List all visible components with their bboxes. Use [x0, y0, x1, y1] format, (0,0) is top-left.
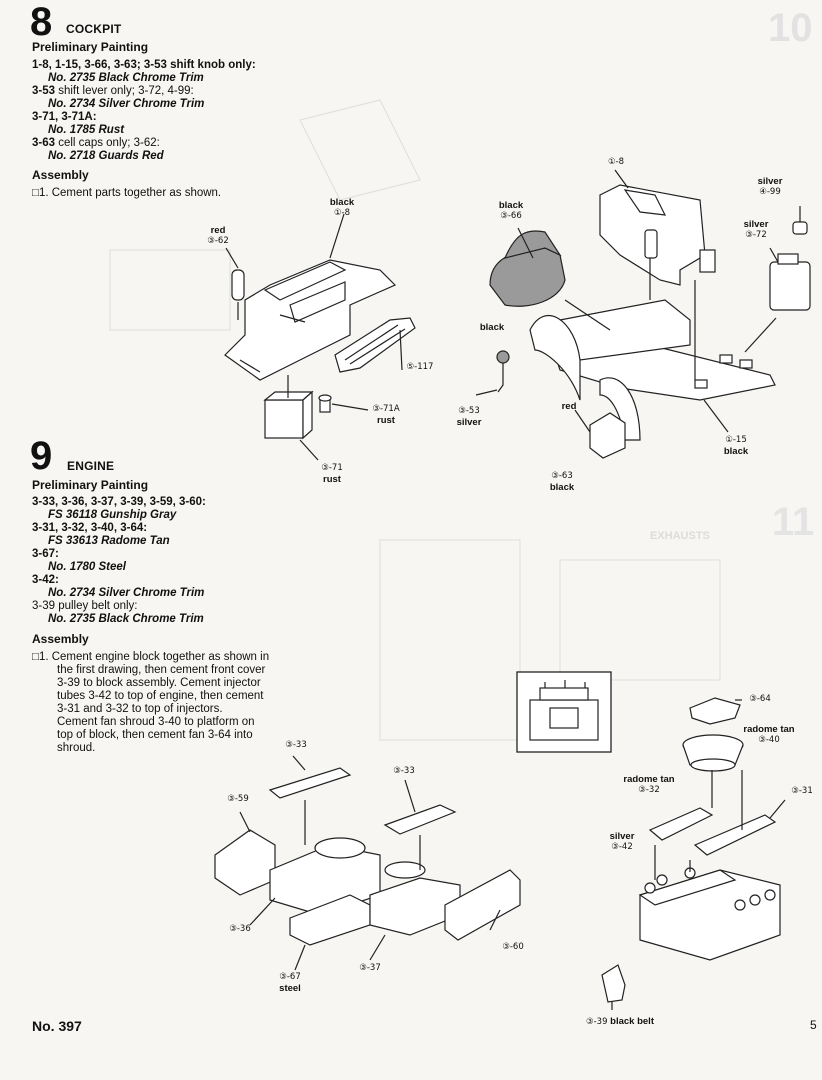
cockpit-left-drawing — [224, 213, 416, 461]
paint-line: No. 2735 Black Chrome Trim — [48, 72, 204, 84]
callout: ⑤-117 — [406, 362, 434, 372]
ghost-step11-number: 11 — [772, 500, 815, 544]
step9-title: ENGINE — [67, 459, 115, 473]
paint-line: No. 2734 Silver Chrome Trim — [48, 587, 205, 599]
step8-number: 8 — [30, 0, 53, 44]
paint-line: 3-39 pulley belt only: — [32, 600, 138, 612]
ghost-step10-number: 10 — [768, 6, 813, 50]
callout: ③-33 — [285, 740, 307, 750]
paint-line: 3-63 cell caps only; 3-62: — [32, 137, 160, 149]
callout: ③-60 — [502, 942, 524, 952]
step8-instruction: □1. Cement parts together as shown. — [32, 187, 222, 199]
paint-line: FS 33613 Radome Tan — [48, 535, 170, 547]
step9-assembly-heading: Assembly — [32, 632, 89, 646]
engine-inset-drawing — [516, 671, 612, 753]
step8-title: COCKPIT — [66, 22, 122, 36]
ghost-lines — [109, 99, 721, 741]
callout: ①-8 — [607, 157, 625, 167]
paint-line: 3-33, 3-36, 3-37, 3-39, 3-59, 3-60: — [32, 496, 206, 508]
step9-paint-list: 3-33, 3-36, 3-37, 3-39, 3-59, 3-60: FS 3… — [32, 496, 312, 626]
paint-line: No. 1785 Rust — [48, 124, 125, 136]
paint-line: No. 2735 Black Chrome Trim — [48, 613, 204, 625]
callout: red — [561, 401, 577, 412]
callout: ③-33 — [393, 766, 415, 776]
callout: ③-36 — [229, 924, 251, 934]
paint-line: 3-71, 3-71A: — [32, 111, 97, 123]
step9-instruction: □1. Cement engine block together as show… — [32, 651, 270, 754]
ghost-step11-title: EXHAUSTS — [650, 530, 710, 542]
engine-right-drawing — [601, 697, 786, 1010]
callout: black — [479, 322, 505, 333]
cockpit-right-drawing — [475, 169, 811, 459]
step9-number: 9 — [30, 434, 53, 478]
paint-line: 3-42: — [32, 574, 59, 586]
step9-prelim-heading: Preliminary Painting — [32, 478, 149, 492]
paint-line: 3-53 shift lever only; 3-72, 4-99: — [32, 85, 194, 97]
callout: ③-39 black belt — [586, 1016, 654, 1027]
callout: ③-37 — [359, 963, 381, 973]
page-number: 5 — [810, 1018, 817, 1032]
engine-left-drawing — [214, 755, 521, 971]
callout: ③-31 — [791, 786, 813, 796]
paint-line: No. 2718 Guards Red — [48, 150, 164, 162]
paint-line: 1-8, 1-15, 3-66, 3-63; 3-53 shift knob o… — [32, 59, 256, 71]
step8-assembly-heading: Assembly — [32, 168, 89, 182]
step8-prelim-heading: Preliminary Painting — [32, 40, 149, 54]
callout: ③-59 — [227, 794, 249, 804]
paint-line: No. 2734 Silver Chrome Trim — [48, 98, 205, 110]
paint-line: FS 36118 Gunship Gray — [48, 509, 177, 521]
step8-paint-list: 1-8, 1-15, 3-66, 3-63; 3-53 shift knob o… — [32, 59, 312, 163]
paint-line: No. 1780 Steel — [48, 561, 126, 573]
kit-number: No. 397 — [32, 1018, 82, 1034]
paint-line: 3-31, 3-32, 3-40, 3-64: — [32, 522, 148, 534]
callout: ③-64 — [749, 694, 771, 704]
paint-line: 3-67: — [32, 548, 59, 560]
